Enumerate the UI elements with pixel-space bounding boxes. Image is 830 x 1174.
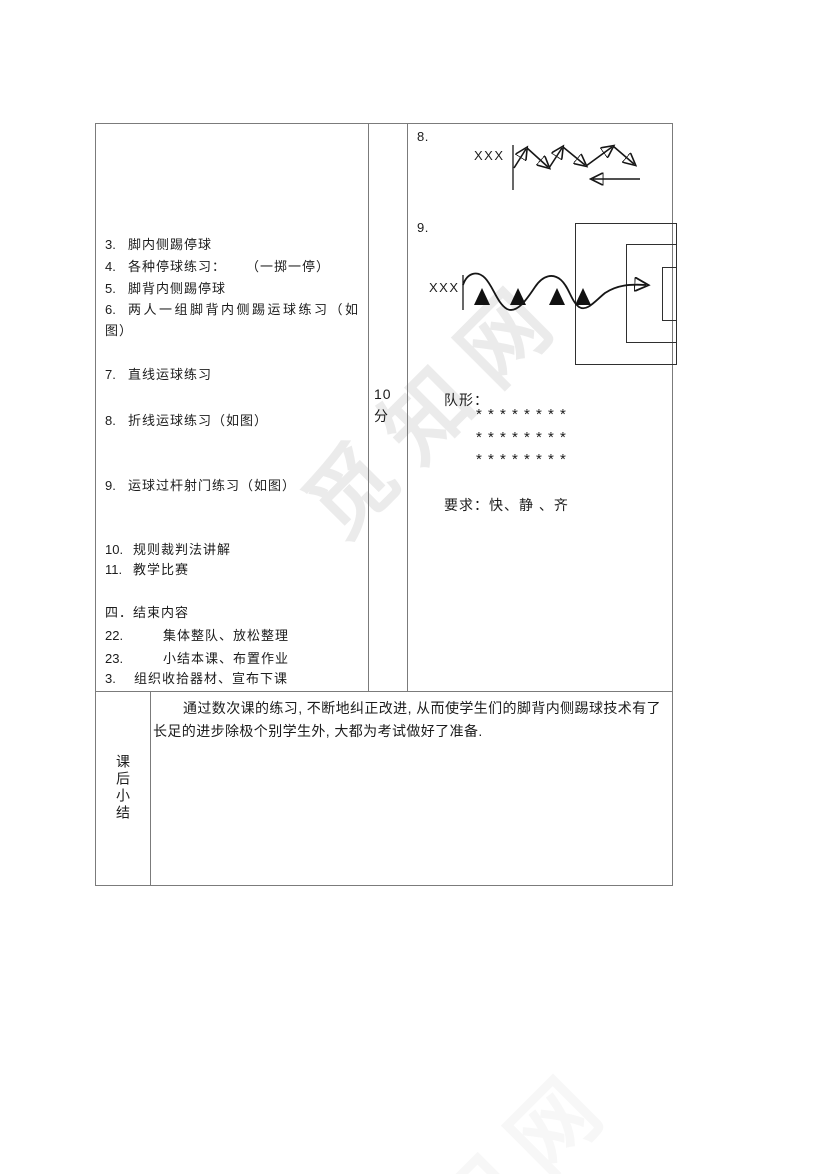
zigzag-dribble-diagram (512, 138, 640, 190)
summary-row-label: 课后小结 (115, 754, 131, 822)
item-note: （一掷一停） (246, 259, 331, 274)
table-border-right (672, 123, 673, 886)
item-text: 脚内侧踢停球 (128, 237, 213, 252)
formation-label: 队形： (444, 392, 489, 408)
table-border-left (95, 123, 96, 886)
item-number: 6. (105, 302, 116, 317)
item-text: 运球过杆射门练习（如图） (128, 478, 297, 493)
item-number: 4. (105, 259, 116, 274)
table-border-bottom (95, 885, 673, 886)
summary-row-label-cell: 课后小结 (96, 691, 150, 885)
item-text: 两人一组脚背内侧踢运球练习（如 (128, 302, 361, 317)
item-number: 11. (105, 562, 123, 577)
item-text: 组织收拾器材、宣布下课 (134, 671, 289, 686)
item-number: 7. (105, 367, 116, 382)
item-number: 5. (105, 281, 116, 296)
item-text: 图） (105, 323, 134, 338)
list-item: 4. 各种停球练习： （一掷一停） (105, 259, 330, 275)
list-item: 5. 脚背内侧踢停球 (105, 281, 226, 297)
item-number: 22. (105, 628, 124, 643)
after-class-summary-text: 通过数次课的练习, 不断地纠正改进, 从而使学生们的脚背内侧踢球技术有了长足的进… (153, 700, 661, 739)
item-text: 教学比赛 (133, 562, 190, 577)
diagram8-label: 8. (417, 129, 429, 144)
cone-marker (549, 288, 565, 305)
list-item: 7. 直线运球练习 (105, 367, 212, 383)
duration-unit: 分 (374, 408, 389, 424)
item-text: 直线运球练习 (128, 367, 213, 382)
duration-value: 10 (374, 386, 392, 402)
item-number: 3. (105, 671, 116, 686)
item-number: 8. (105, 413, 116, 428)
section-heading: 四．结束内容 (105, 605, 189, 621)
diagram8-runner-label: XXX (474, 148, 505, 163)
item-number: 3. (105, 237, 116, 252)
cone-marker (510, 288, 526, 305)
column-divider-2 (407, 123, 408, 691)
watermark-bottom: 觅知网 (321, 1031, 638, 1174)
list-item: 10. 规则裁判法讲解 (105, 542, 231, 558)
item-text: 四．结束内容 (105, 605, 190, 620)
list-item: 11. 教学比赛 (105, 562, 189, 578)
label-column-divider (150, 691, 151, 885)
list-item: 9. 运球过杆射门练习（如图） (105, 478, 296, 494)
item-text: 小结本课、布置作业 (163, 651, 290, 666)
item-text: 集体整队、放松整理 (163, 628, 290, 643)
slalom-shot-diagram (462, 272, 655, 311)
formation-row: * * * * * * * * (476, 406, 567, 423)
table-border-top (95, 123, 672, 124)
item-text: 脚背内侧踢停球 (128, 281, 227, 296)
item-text: 规则裁判法讲解 (133, 542, 232, 557)
list-item: 22. 集体整队、放松整理 (105, 628, 289, 644)
row-divider (95, 691, 672, 692)
item-number: 9. (105, 478, 116, 493)
duration-cell: 10 分 (374, 383, 392, 427)
formation-row: * * * * * * * * (476, 451, 567, 468)
item-text: 各种停球练习： (128, 259, 227, 274)
list-item: 8. 折线运球练习（如图） (105, 413, 268, 429)
list-item: 3. 脚内侧踢停球 (105, 237, 212, 253)
goal-box (662, 267, 677, 321)
item-number: 10. (105, 542, 124, 557)
item-text: 折线运球练习（如图） (128, 413, 269, 428)
list-item: 3. 组织收拾器材、宣布下课 (105, 671, 288, 687)
diagram9-runner-label: XXX (429, 280, 460, 295)
cone-marker (474, 288, 490, 305)
cone-marker (575, 288, 591, 305)
diagram9-label: 9. (417, 220, 429, 235)
list-item: 23. 小结本课、布置作业 (105, 651, 289, 667)
item-number: 23. (105, 651, 124, 666)
formation-requirement: 要求：快、静 、齐 (444, 497, 569, 513)
formation-row: * * * * * * * * (476, 429, 567, 446)
list-item: 6. 两人一组脚背内侧踢运球练习（如 (105, 302, 361, 318)
list-item-wrap: 图） (105, 323, 133, 339)
column-divider-1 (368, 123, 369, 691)
